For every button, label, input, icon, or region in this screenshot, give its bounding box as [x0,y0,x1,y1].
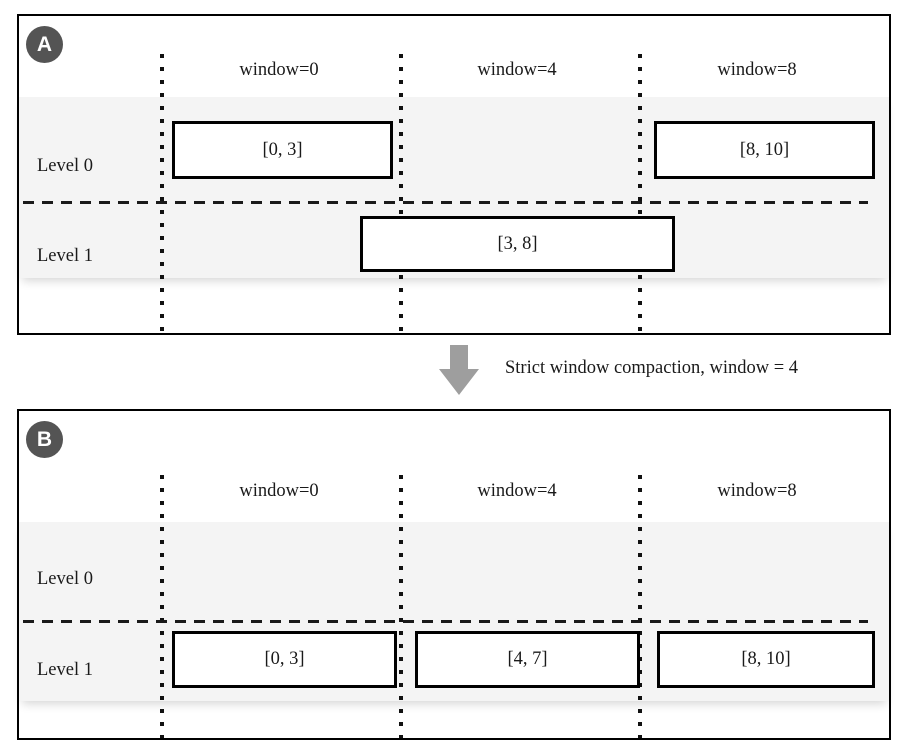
panel-a-box-level0-window0[interactable]: [0, 3] [172,121,393,179]
panel-a-level-divider [23,201,868,204]
panel-b-column-header-window-8: window=8 [717,481,797,501]
panel-a-box-level0-window8[interactable]: [8, 10] [654,121,875,179]
arrow-down-icon [439,345,479,395]
panel-a-guide-window-0 [160,54,164,335]
panel-a-column-header-window-8: window=8 [717,60,797,80]
panel-b-guide-window-0 [160,475,164,738]
transition-group: Strict window compaction, window = 4 [0,340,906,404]
panel-b-column-header-window-4: window=4 [477,481,557,501]
panel-a-guide-window-8 [638,54,642,335]
panel-a-row-label-level-0: Level 0 [37,156,93,176]
panel-a-column-header-window-0: window=0 [239,60,319,80]
panel-b-row-label-level-0: Level 0 [37,569,93,589]
panel-b-column-header-window-0: window=0 [239,481,319,501]
panel-a-guide-window-4 [399,54,403,335]
panel-a-row-label-level-1: Level 1 [37,246,93,266]
panel-b-badge: B [26,421,63,458]
transition-caption: Strict window compaction, window = 4 [505,358,799,378]
panel-a-column-header-window-4: window=4 [477,60,557,80]
panel-a-box-level1-window4[interactable]: [3, 8] [360,216,675,272]
panel-b-guide-window-4 [399,475,403,738]
panel-b-box-level1-window4[interactable]: [4, 7] [415,631,640,688]
panel-a: A window=0 window=4 window=8 Level 0 Lev… [17,14,891,335]
panel-b-box-level1-window0[interactable]: [0, 3] [172,631,397,688]
panel-b: B window=0 window=4 window=8 Level 0 Lev… [17,409,891,740]
panel-b-row-label-level-1: Level 1 [37,660,93,680]
panel-a-badge: A [26,26,63,63]
panel-b-level-divider [23,620,868,623]
panel-b-guide-window-8 [638,475,642,738]
panel-b-box-level1-window8[interactable]: [8, 10] [657,631,875,688]
